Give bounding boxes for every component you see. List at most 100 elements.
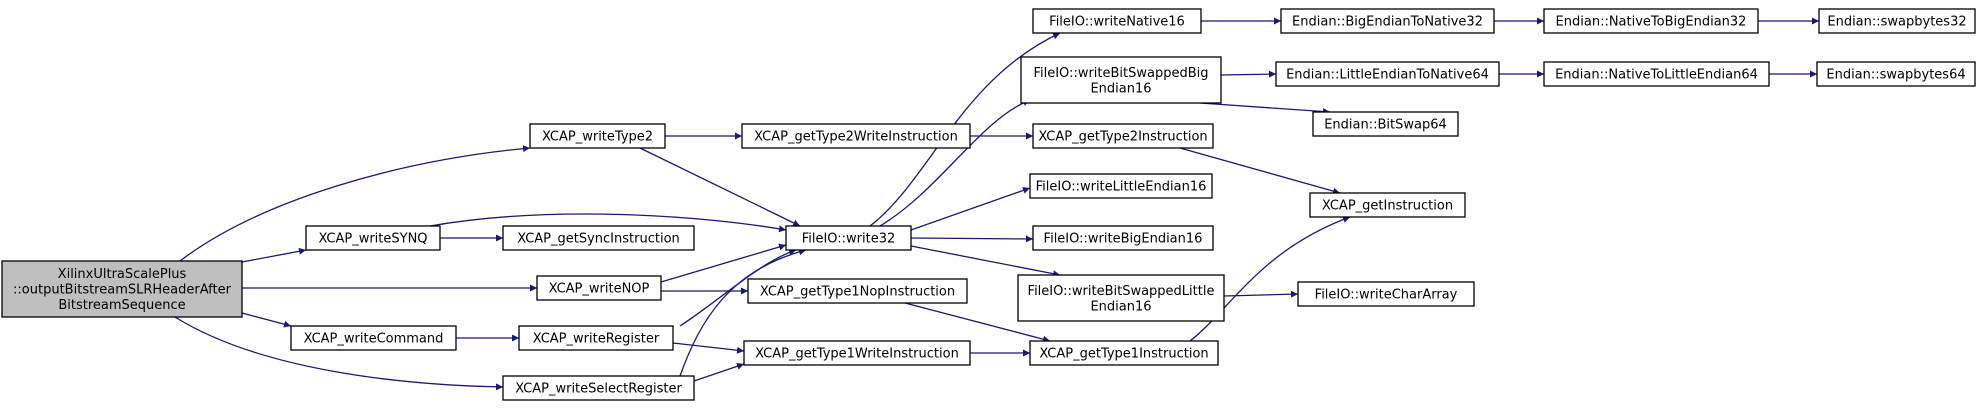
- edge-arrow: [174, 316, 504, 391]
- edge-arrow: [672, 342, 745, 354]
- node-swapbytes64[interactable]: Endian::swapbytes64: [1816, 61, 1976, 87]
- node-label: FileIO::writeNative16: [1049, 15, 1185, 30]
- node-box: [529, 123, 666, 149]
- node-get-type2-write-instruction[interactable]: XCAP_getType2WriteInstruction: [741, 123, 971, 149]
- node-write32[interactable]: FileIO::write32: [785, 225, 912, 251]
- node-write-select-register[interactable]: XCAP_writeSelectRegister: [502, 375, 695, 401]
- node-box: [1280, 8, 1495, 34]
- edge-arrow: [1223, 290, 1299, 298]
- edge-writeSYNQ-to-write32: [429, 213, 787, 233]
- node-box: [747, 278, 968, 304]
- node-box: [741, 123, 971, 149]
- edge-arrow: [1179, 147, 1341, 195]
- node-little-endian-to-native64[interactable]: Endian::LittleEndianToNative64: [1275, 61, 1500, 87]
- node-label: Endian16: [1090, 299, 1151, 314]
- edge-getType1NopInstruction-to-getType1Instruction: [904, 302, 1051, 343]
- node-write-type2[interactable]: XCAP_writeType2: [529, 123, 666, 149]
- node-write-synq[interactable]: XCAP_writeSYNQ: [305, 225, 441, 251]
- node-box: [785, 225, 912, 251]
- edge-arrow: [241, 247, 307, 263]
- node-label: Endian::swapbytes64: [1826, 68, 1965, 83]
- node-box: [1309, 192, 1466, 218]
- edge-arrow: [879, 99, 1031, 227]
- edge-writeType2-to-write32: [639, 147, 801, 227]
- node-label: XCAP_getType1NopInstruction: [760, 285, 955, 300]
- node-box: [1543, 61, 1770, 87]
- node-label: FileIO::writeLittleEndian16: [1036, 180, 1207, 195]
- node-box: [1029, 340, 1219, 366]
- node-write-command[interactable]: XCAP_writeCommand: [290, 325, 457, 351]
- node-label: XCAP_writeRegister: [533, 332, 660, 347]
- node-write-little-endian16[interactable]: FileIO::writeLittleEndian16: [1029, 173, 1213, 199]
- node-label: XCAP_writeSelectRegister: [515, 382, 682, 397]
- node-swapbytes32[interactable]: Endian::swapbytes32: [1818, 8, 1976, 34]
- node-box: [1543, 8, 1759, 34]
- node-get-instruction[interactable]: XCAP_getInstruction: [1309, 192, 1466, 218]
- node-big-endian-to-native32[interactable]: Endian::BigEndianToNative32: [1280, 8, 1495, 34]
- node-write-register[interactable]: XCAP_writeRegister: [518, 325, 674, 351]
- node-box: [1032, 123, 1214, 149]
- node-box: [1816, 61, 1976, 87]
- node-label: XCAP_getType2Instruction: [1038, 130, 1207, 145]
- node-write-big-endian16[interactable]: FileIO::writeBigEndian16: [1032, 225, 1214, 251]
- edge-writeSelectRegister-to-getType1WriteInstruction: [693, 362, 745, 382]
- node-native-to-big-endian32[interactable]: Endian::NativeToBigEndian32: [1543, 8, 1759, 34]
- edge-write32-to-writeBigEndian16: [910, 235, 1034, 243]
- edge-arrow: [1220, 70, 1277, 78]
- edge-root-to-writeCommand: [241, 312, 292, 328]
- edge-arrow: [639, 147, 801, 227]
- node-write-nop[interactable]: XCAP_writeNOP: [536, 275, 662, 301]
- node-get-type1-instruction[interactable]: XCAP_getType1Instruction: [1029, 340, 1219, 366]
- edge-root-to-writeType2: [179, 145, 531, 262]
- node-label: FileIO::writeBitSwappedLittle: [1028, 284, 1215, 299]
- edge-writeSelectRegister-to-write32: [679, 248, 807, 377]
- node-box: [536, 275, 662, 301]
- edge-write32-to-writeBitSwappedLittleEndian16: [910, 245, 1061, 278]
- edge-writeBitSwappedBigEndian16-to-LittleEndianToNative64: [1220, 70, 1277, 78]
- node-label: FileIO::writeCharArray: [1315, 288, 1458, 303]
- node-box: [290, 325, 457, 351]
- node-box: [1032, 8, 1202, 34]
- node-label: XCAP_writeCommand: [304, 332, 444, 347]
- node-label: XCAP_writeSYNQ: [318, 232, 427, 247]
- node-box: [1297, 281, 1475, 307]
- edge-arrow: [679, 248, 807, 377]
- edge-arrow: [910, 187, 1031, 231]
- node-label: ::outputBitstreamSLRHeaderAfter: [13, 283, 232, 298]
- edge-writeNOP-to-write32: [660, 243, 787, 283]
- node-label: XCAP_getType1Instruction: [1039, 347, 1208, 362]
- edge-getType2Instruction-to-getInstruction: [1179, 147, 1341, 195]
- node-label: Endian16: [1090, 81, 1151, 96]
- node-box: [518, 325, 674, 351]
- node-bit-swap64[interactable]: Endian::BitSwap64: [1312, 111, 1459, 137]
- edge-writeBitSwappedBigEndian16-to-BitSwap64: [1199, 102, 1331, 116]
- node-label: FileIO::writeBitSwappedBig: [1033, 66, 1208, 81]
- node-box: [1275, 61, 1500, 87]
- node-get-type2-instruction[interactable]: XCAP_getType2Instruction: [1032, 123, 1214, 149]
- node-label: Endian::BitSwap64: [1324, 118, 1447, 133]
- node-get-type1-write-instruction[interactable]: XCAP_getType1WriteInstruction: [743, 340, 971, 366]
- node-write-char-array[interactable]: FileIO::writeCharArray: [1297, 281, 1475, 307]
- node-label: XCAP_getType1WriteInstruction: [755, 347, 959, 362]
- node-write-native16[interactable]: FileIO::writeNative16: [1032, 8, 1202, 34]
- edge-write32-to-writeBitSwappedBigEndian16: [879, 99, 1031, 227]
- edge-root-to-writeSYNQ: [241, 247, 307, 263]
- node-label: XCAP_getInstruction: [1322, 199, 1453, 214]
- node-get-type1-nop-instruction[interactable]: XCAP_getType1NopInstruction: [747, 278, 968, 304]
- node-label: BitstreamSequence: [58, 298, 185, 313]
- node-label: FileIO::writeBigEndian16: [1044, 232, 1203, 247]
- node-box: [1017, 274, 1225, 322]
- node-native-to-little-endian64[interactable]: Endian::NativeToLittleEndian64: [1543, 61, 1770, 87]
- node-get-sync-instruction[interactable]: XCAP_getSyncInstruction: [502, 225, 695, 251]
- node-root: XilinxUltraScalePlus::outputBitstreamSLR…: [1, 260, 243, 318]
- edge-writeBitSwappedLittleEndian16-to-writeCharArray: [1223, 290, 1299, 298]
- node-label: Endian::NativeToLittleEndian64: [1555, 68, 1758, 83]
- edge-arrow: [1189, 216, 1351, 342]
- edge-getType1Instruction-to-getInstruction: [1189, 216, 1351, 342]
- node-label: XCAP_getType2WriteInstruction: [754, 130, 958, 145]
- edge-root-to-writeSelectRegister: [174, 316, 504, 391]
- edge-arrow: [660, 243, 787, 283]
